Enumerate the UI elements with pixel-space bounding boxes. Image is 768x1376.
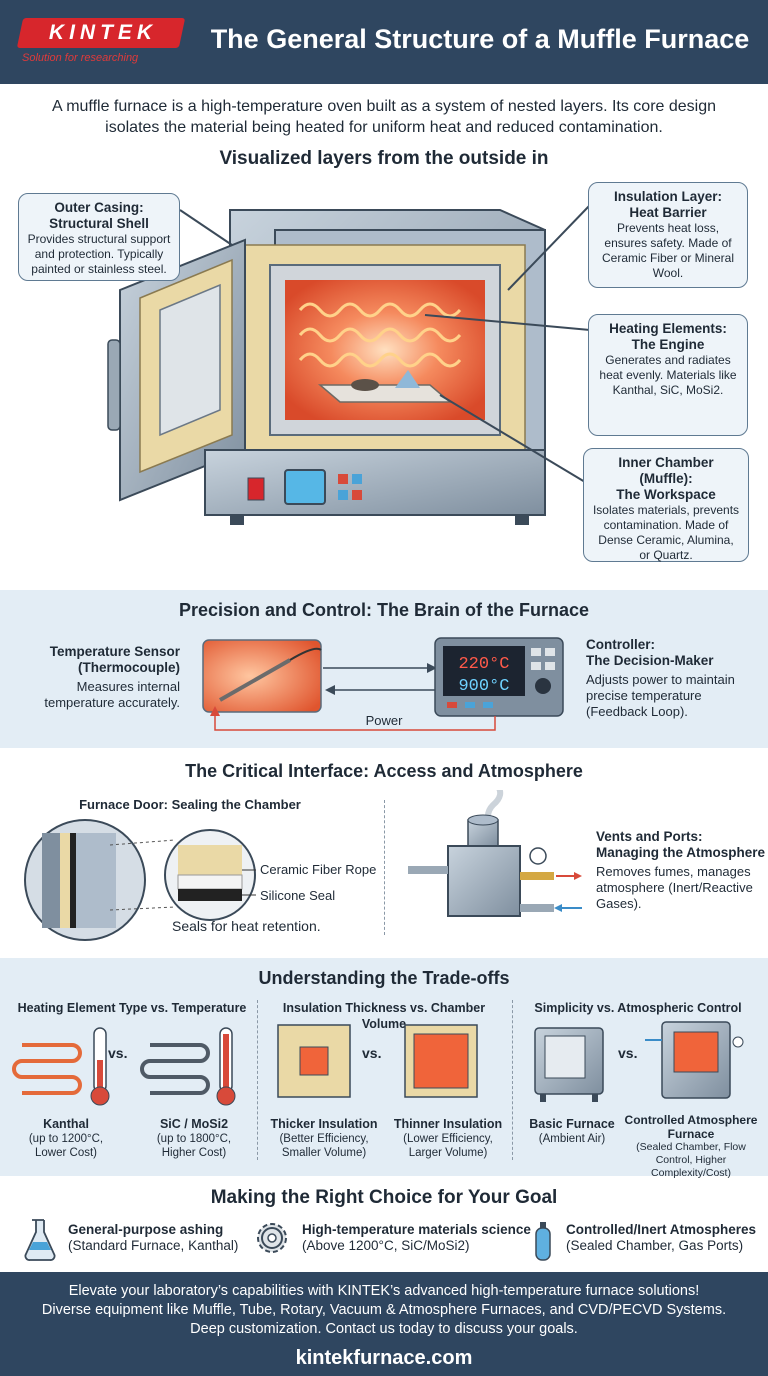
controlled-desc: (Sealed Chamber, Flow Control, Higher Co… <box>636 1141 746 1179</box>
sensor-desc: Measures internal temperature accurately… <box>44 679 180 710</box>
controller-text: Controller: The Decision-Maker Adjusts p… <box>586 637 756 720</box>
heating-elements-callout: Heating Elements: The Engine Generates a… <box>588 314 748 436</box>
insulation-title2: Heat Barrier <box>629 205 707 220</box>
choice-item-atmosphere: Controlled/Inert Atmospheres (Sealed Cha… <box>566 1222 762 1254</box>
vents-title1: Vents and Ports: <box>596 829 703 844</box>
sensor-text: Temperature Sensor (Thermocouple) Measur… <box>20 644 180 711</box>
tradeoff-divider-2 <box>512 1000 513 1160</box>
vents-ports-diagram <box>408 790 582 917</box>
sensor-title1: Temperature Sensor <box>49 644 180 659</box>
thinner-title: Thinner Insulation <box>393 1117 503 1131</box>
page-title: The General Structure of a Muffle Furnac… <box>210 24 750 54</box>
layers-title: Visualized layers from the outside in <box>219 148 549 169</box>
power-label: Power <box>364 713 404 728</box>
tradeoff-thicker: Thicker Insulation (Better Efficiency, S… <box>262 1116 386 1160</box>
logo-text: KINTEK <box>48 21 158 44</box>
choice-ashing-desc: (Standard Furnace, Kanthal) <box>68 1238 239 1253</box>
tradeoff-thinner: Thinner Insulation (Lower Efficiency, La… <box>388 1116 508 1160</box>
tradeoff-kanthal: Kanthal (up to 1200°C, Lower Cost) <box>14 1116 118 1160</box>
outer-casing-title1: Outer Casing: <box>54 200 144 215</box>
choice-ashing-title: General-purpose ashing <box>68 1222 224 1237</box>
insulation-title1: Insulation Layer: <box>613 189 723 204</box>
control-title: Precision and Control: The Brain of the … <box>178 600 590 620</box>
door-desc: Seals for heat retention. <box>172 918 321 934</box>
choice-hightemp-title: High-temperature materials science <box>302 1222 531 1237</box>
choice-item-high-temp: High-temperature materials science (Abov… <box>302 1222 542 1254</box>
choice-item-ashing: General-purpose ashing (Standard Furnace… <box>68 1222 248 1254</box>
chamber-desc: Isolates materials, prevents contaminati… <box>592 503 740 562</box>
gas-cylinder-icon <box>535 1222 551 1261</box>
tradeoff-sic: SiC / MoSi2 (up to 1800°C, Higher Cost) <box>140 1116 248 1160</box>
tradeoffs-title: Understanding the Trade-offs <box>258 968 510 988</box>
choice-atmo-title: Controlled/Inert Atmospheres <box>566 1222 757 1237</box>
outer-casing-desc: Provides structural support and protecti… <box>27 232 171 276</box>
tradeoff-col2-vs: vs. <box>362 1045 382 1061</box>
display-top-reading: 220°C <box>458 655 509 674</box>
tradeoff-divider-1 <box>257 1000 258 1160</box>
controller-desc: Adjusts power to maintain precise temper… <box>586 672 735 719</box>
choice-title: Making the Right Choice for Your Goal <box>210 1187 558 1208</box>
insulation-desc: Prevents heat loss, ensures safety. Made… <box>601 221 735 280</box>
heating-title2: The Engine <box>631 337 705 352</box>
kanthal-title: Kanthal <box>43 1117 89 1131</box>
chamber-title2: The Workspace <box>616 487 716 502</box>
tradeoff-col1-heading: Heating Element Type vs. Temperature <box>17 1001 247 1015</box>
heating-title1: Heating Elements: <box>609 321 727 336</box>
door-title: Furnace Door: Sealing the Chamber <box>79 797 301 812</box>
inner-chamber-callout: Inner Chamber (Muffle): The Workspace Is… <box>583 448 749 562</box>
tradeoff-col2-heading: Insulation Thickness vs. Chamber Volume <box>282 1001 486 1031</box>
tradeoff-icons <box>12 1021 744 1106</box>
flask-icon <box>24 1219 56 1261</box>
sensor-title2: (Thermocouple) <box>77 660 180 675</box>
footer-line-3: Deep customization. Contact us today to … <box>190 1321 578 1337</box>
vents-desc: Removes fumes, manages atmosphere (Inert… <box>596 864 753 911</box>
heating-desc: Generates and radiates heat evenly. Mate… <box>599 353 737 397</box>
sic-title: SiC / MoSi2 <box>159 1117 229 1131</box>
thinner-desc: (Lower Efficiency, Larger Volume) <box>403 1133 493 1159</box>
tradeoff-col3-vs: vs. <box>618 1045 638 1061</box>
outer-casing-title2: Structural Shell <box>49 216 149 231</box>
vents-title2: Managing the Atmosphere <box>596 845 766 860</box>
basic-desc: (Ambient Air) <box>538 1133 606 1145</box>
footer-line-2: Diverse equipment like Muffle, Tube, Rot… <box>41 1302 727 1318</box>
choice-hightemp-desc: (Above 1200°C, SiC/MoSi2) <box>302 1238 470 1253</box>
tradeoff-basic: Basic Furnace (Ambient Air) <box>520 1116 624 1146</box>
footer-line-1: Elevate your laboratory’s capabilities w… <box>68 1283 700 1299</box>
insulation-callout: Insulation Layer: Heat Barrier Prevents … <box>588 182 748 288</box>
tradeoff-col3-heading: Simplicity vs. Atmospheric Control <box>534 1001 742 1015</box>
controlled-title: Controlled Atmosphere Furnace <box>624 1113 758 1141</box>
furnace-illustration <box>107 204 591 525</box>
interface-title: The Critical Interface: Access and Atmos… <box>185 761 583 781</box>
footer-url-link[interactable]: kintekfurnace.com <box>295 1347 473 1369</box>
outer-casing-callout: Outer Casing: Structural Shell Provides … <box>18 193 180 281</box>
seal-label: Silicone Seal <box>260 888 336 903</box>
intro-text: A muffle furnace is a high-temperature o… <box>51 98 717 136</box>
logo-tagline: Solution for researching <box>22 52 139 64</box>
control-loop-diagram: 220°C 900°C <box>202 637 564 731</box>
interface-divider <box>384 800 385 935</box>
footer: Elevate your laboratory’s capabilities w… <box>0 1272 768 1376</box>
controller-title1: Controller: <box>586 637 655 652</box>
rope-label: Ceramic Fiber Rope <box>260 862 377 877</box>
thicker-desc: (Better Efficiency, Smaller Volume) <box>279 1133 369 1159</box>
tradeoffs-band <box>0 958 768 1176</box>
gear-icon <box>257 1223 287 1253</box>
display-bottom-reading: 900°C <box>458 677 509 696</box>
basic-title: Basic Furnace <box>529 1117 615 1131</box>
tradeoff-col1-vs: vs. <box>108 1045 128 1061</box>
tradeoff-controlled: Controlled Atmosphere Furnace (Sealed Ch… <box>618 1113 764 1180</box>
chamber-title1: Inner Chamber (Muffle): <box>618 455 714 486</box>
door-seal-diagram <box>24 819 256 941</box>
choice-icons <box>24 1219 551 1261</box>
vents-text: Vents and Ports: Managing the Atmosphere… <box>596 829 766 912</box>
controller-title2: The Decision-Maker <box>586 653 714 668</box>
sic-desc: (up to 1800°C, Higher Cost) <box>156 1133 232 1159</box>
thicker-title: Thicker Insulation <box>270 1117 378 1131</box>
kanthal-desc: (up to 1200°C, Lower Cost) <box>28 1133 104 1159</box>
choice-atmo-desc: (Sealed Chamber, Gas Ports) <box>566 1238 744 1253</box>
